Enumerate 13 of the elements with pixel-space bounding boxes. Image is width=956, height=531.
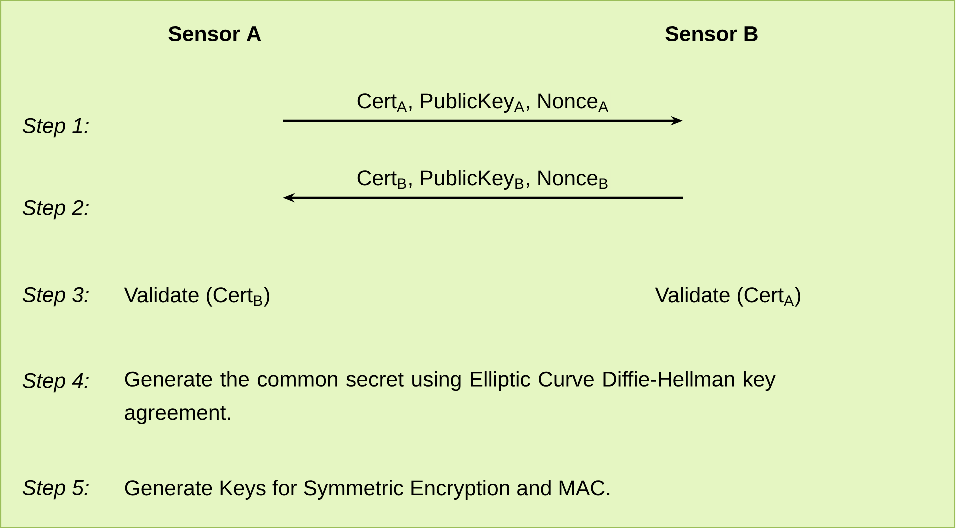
step-label: Step 1: (22, 118, 89, 138)
step-label: Step 5: (22, 480, 89, 500)
message-label: Cert$_{A}$, PublicKey$_{A}$, Nonce$_{A}$ (355, 92, 611, 114)
step-label: Step 4: (22, 373, 89, 393)
message-label: Cert$_{B}$, PublicKey$_{B}$, Nonce$_{B}$ (355, 168, 611, 192)
step-text: Validate (Cert$_{B}$) (124, 287, 270, 307)
step-text: Generate Keys for Symmetric Encryption and MAC. (125, 480, 610, 500)
step-text: Generate the common secret using Elliptic Curve Diffie-Hellman key agreement. (125, 371, 776, 424)
step-label: Step 3: (22, 287, 89, 307)
step-label: Step 2: (22, 200, 89, 220)
step-text: Validate (Cert$_{A}$) (655, 287, 800, 307)
column-heading: Sensor A (168, 26, 262, 42)
column-heading: Sensor B (666, 26, 758, 42)
